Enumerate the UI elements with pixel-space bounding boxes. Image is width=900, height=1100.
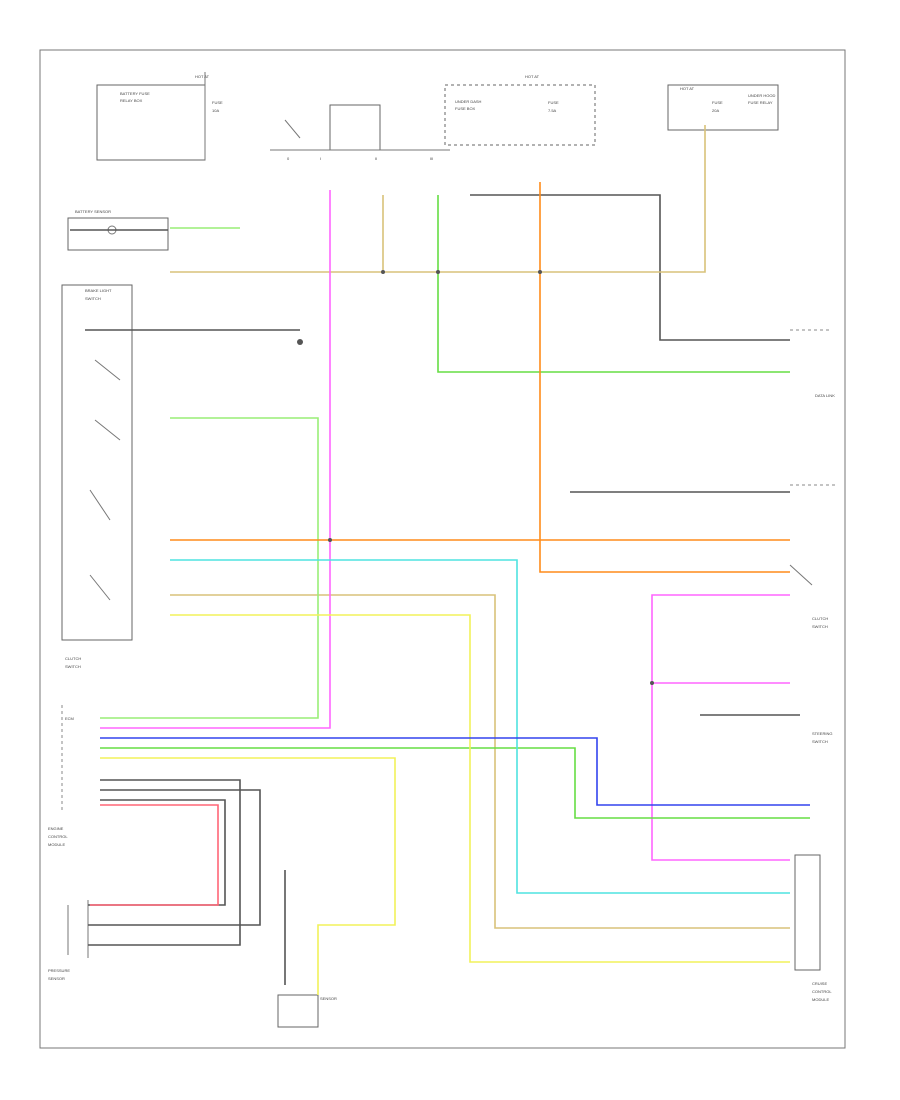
top-right-fuse-box: HOT AT UNDER HOOD FUSE RELAY FUSE 20A bbox=[667, 84, 779, 131]
wire-tan bbox=[170, 125, 706, 273]
svg-text:CONTROL: CONTROL bbox=[812, 989, 832, 994]
top-left-fuse-box: HOT AT BATTERY FUSE RELAY BOX FUSE 10A bbox=[96, 72, 223, 161]
svg-text:7.5A: 7.5A bbox=[548, 108, 557, 113]
svg-text:CLUTCH: CLUTCH bbox=[812, 616, 828, 621]
svg-text:UNDER HOOD: UNDER HOOD bbox=[748, 93, 775, 98]
wire-red bbox=[90, 804, 219, 906]
svg-text:0: 0 bbox=[287, 156, 290, 161]
svg-text:FUSE BOX: FUSE BOX bbox=[455, 106, 476, 111]
wire-orange bbox=[539, 182, 790, 573]
svg-text:FUSE: FUSE bbox=[212, 100, 223, 105]
wire-yellow-sensor bbox=[100, 757, 396, 995]
svg-text:II: II bbox=[375, 156, 377, 161]
svg-text:UNDER DASH: UNDER DASH bbox=[455, 99, 482, 104]
sensor-box-bottom: SENSOR bbox=[277, 994, 337, 1028]
black-wires bbox=[70, 194, 800, 985]
svg-text:SWITCH: SWITCH bbox=[85, 296, 101, 301]
svg-text:CLUTCH: CLUTCH bbox=[65, 656, 81, 661]
wire-blue bbox=[100, 737, 810, 806]
svg-text:10A: 10A bbox=[212, 108, 219, 113]
ignition-switch: 0 I II III bbox=[270, 104, 450, 161]
svg-text:FUSE: FUSE bbox=[712, 100, 723, 105]
svg-text:MODULE: MODULE bbox=[812, 997, 829, 1002]
wire-yellow bbox=[170, 614, 790, 963]
wire-green bbox=[437, 195, 790, 373]
svg-text:SENSOR: SENSOR bbox=[320, 996, 337, 1001]
engine-control-module: ECM ENGINE CONTROL MODULE bbox=[48, 705, 74, 847]
svg-text:SWITCH: SWITCH bbox=[812, 624, 828, 629]
svg-text:FUSE RELAY: FUSE RELAY bbox=[748, 100, 773, 105]
splice-points bbox=[297, 270, 654, 685]
wire-light-green bbox=[100, 417, 319, 719]
svg-text:CONTROL: CONTROL bbox=[48, 834, 68, 839]
wire-pink bbox=[100, 190, 331, 729]
wire-tan-bottom bbox=[170, 594, 790, 929]
brake-switch-left: BRAKE LIGHT SWITCH CLUTCH SWITCH bbox=[61, 284, 133, 669]
wire-cyan bbox=[170, 559, 790, 894]
wire-pink-right bbox=[651, 594, 790, 861]
svg-text:I: I bbox=[320, 156, 321, 161]
pressure-sensor-left: PRESSURE SENSOR bbox=[48, 900, 89, 981]
right-module-bottom: CRUISE CONTROL MODULE bbox=[794, 854, 832, 1002]
svg-text:HOT AT: HOT AT bbox=[525, 74, 540, 79]
right-switch-middle: CLUTCH SWITCH bbox=[789, 484, 838, 629]
svg-text:DATA LINK: DATA LINK bbox=[815, 393, 835, 398]
svg-text:CRUISE: CRUISE bbox=[812, 981, 827, 986]
svg-text:RELAY BOX: RELAY BOX bbox=[120, 98, 143, 103]
diagram-frame bbox=[39, 49, 846, 1049]
svg-text:III: III bbox=[430, 156, 433, 161]
svg-text:FUSE: FUSE bbox=[548, 100, 559, 105]
svg-text:ECM: ECM bbox=[65, 716, 74, 721]
svg-text:SWITCH: SWITCH bbox=[812, 739, 828, 744]
svg-text:BRAKE LIGHT: BRAKE LIGHT bbox=[85, 288, 112, 293]
svg-text:SENSOR: SENSOR bbox=[48, 976, 65, 981]
top-middle-fuse-box: HOT AT UNDER DASH FUSE BOX FUSE 7.5A bbox=[444, 74, 596, 146]
right-connector-top: DATA LINK bbox=[790, 329, 835, 398]
svg-text:MODULE: MODULE bbox=[48, 842, 65, 847]
svg-text:BATTERY SENSOR: BATTERY SENSOR bbox=[75, 209, 111, 214]
svg-text:ENGINE: ENGINE bbox=[48, 826, 64, 831]
svg-text:SWITCH: SWITCH bbox=[65, 664, 81, 669]
svg-text:20A: 20A bbox=[712, 108, 719, 113]
svg-text:HOT AT: HOT AT bbox=[680, 86, 695, 91]
svg-text:PRESSURE: PRESSURE bbox=[48, 968, 70, 973]
svg-text:STEERING: STEERING bbox=[812, 731, 832, 736]
wire-green-bottom bbox=[100, 747, 810, 819]
svg-text:HOT AT: HOT AT bbox=[195, 74, 210, 79]
steering-switch-label: STEERING SWITCH bbox=[812, 731, 832, 744]
svg-text:BATTERY FUSE: BATTERY FUSE bbox=[120, 91, 150, 96]
